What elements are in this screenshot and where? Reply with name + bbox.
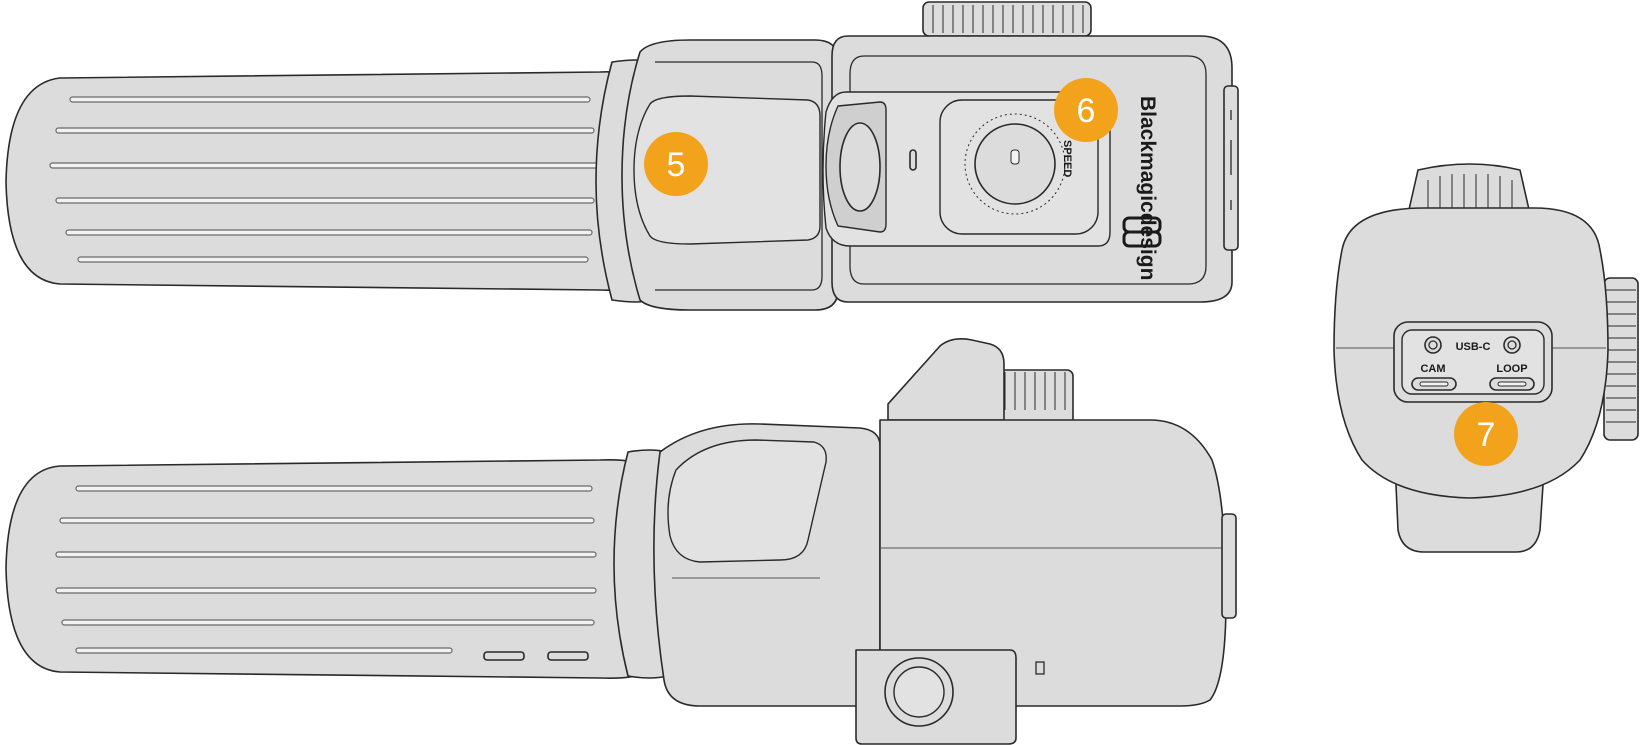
top-knob-knurl <box>932 5 1084 33</box>
side-grip-grooves <box>55 485 597 654</box>
callout-7: 7 <box>1454 402 1518 466</box>
side-top-wedge <box>887 338 1005 421</box>
port-plate: USB-C CAM LOOP <box>1393 321 1553 403</box>
callout-5: 5 <box>644 132 708 196</box>
speed-dial <box>939 99 1099 235</box>
callout-6: 6 <box>1054 78 1118 142</box>
side-small-button-a <box>483 651 525 661</box>
callout-6-number: 6 <box>1077 92 1096 130</box>
top-knob <box>922 1 1092 37</box>
usb-c-label: USB-C <box>1456 341 1491 353</box>
end-side-knob <box>1603 277 1639 441</box>
speed-dial-label: SPEED <box>1061 140 1073 177</box>
cam-port-label: CAM <box>1420 363 1445 375</box>
top-grip-grooves <box>49 96 599 263</box>
end-top-knob <box>1407 163 1531 215</box>
cam-indicator <box>1424 336 1442 354</box>
loop-port-label: LOOP <box>1496 363 1527 375</box>
side-grip-tube <box>5 459 661 679</box>
callout-5-number: 5 <box>667 146 686 184</box>
record-button <box>839 122 881 212</box>
side-trigger-pad <box>667 439 827 563</box>
tally-light <box>909 149 917 171</box>
side-view-handle <box>5 338 1237 745</box>
callout-7-number: 7 <box>1477 416 1496 454</box>
brand-logo-icon <box>1122 216 1162 248</box>
side-switch-marker <box>1035 661 1045 675</box>
side-small-button-b <box>547 651 589 661</box>
top-view-handle: SPEED Blackmagicdesign <box>5 1 1239 311</box>
side-body-connector <box>1221 513 1237 619</box>
loop-indicator <box>1503 336 1521 354</box>
top-body-inner <box>849 55 1207 285</box>
brand-wordmark: Blackmagicdesign <box>1136 96 1159 280</box>
rocker-housing-inner <box>655 61 823 291</box>
end-view-handle: USB-C CAM LOOP <box>1333 163 1639 553</box>
